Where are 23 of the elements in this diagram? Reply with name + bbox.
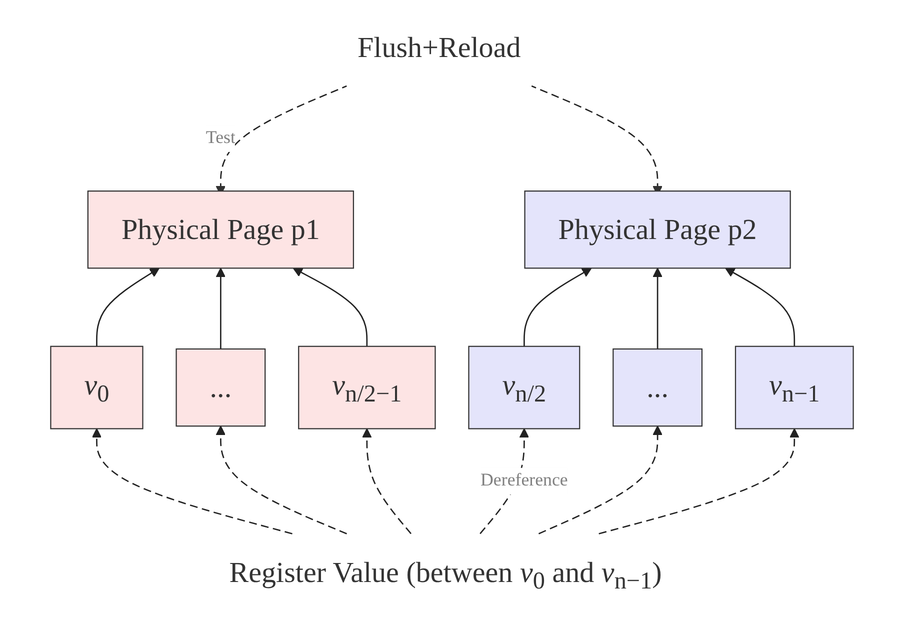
- arrow: [216, 268, 226, 349]
- node-text: Register Value (between v$_{0}$ and v$_{n−1}$): [229, 556, 662, 594]
- arrow: [524, 268, 592, 346]
- node-box: v$_{n−1}$: [734, 346, 854, 430]
- edge-label: Test: [206, 128, 236, 148]
- arrow: [92, 428, 292, 534]
- node-box: ...: [612, 348, 703, 427]
- arrow: [598, 428, 800, 534]
- node-box: v$_{n/2−1}$: [298, 346, 436, 430]
- arrow: [216, 426, 347, 534]
- arrow: [362, 428, 412, 534]
- node-box: ...: [176, 348, 266, 427]
- arrow: [725, 268, 796, 346]
- node-box: Physical Page p2: [524, 190, 791, 269]
- node-box: v$_{0}$: [50, 346, 144, 430]
- arrow: [538, 426, 662, 534]
- arrow: [96, 268, 160, 346]
- edge-label: Dereference: [480, 471, 568, 490]
- node-text: Flush+Reload: [357, 31, 521, 64]
- arrow: [292, 268, 368, 346]
- node-box: Physical Page p1: [87, 190, 354, 269]
- node-box: v$_{n/2}$: [468, 346, 580, 430]
- arrow: [652, 268, 662, 349]
